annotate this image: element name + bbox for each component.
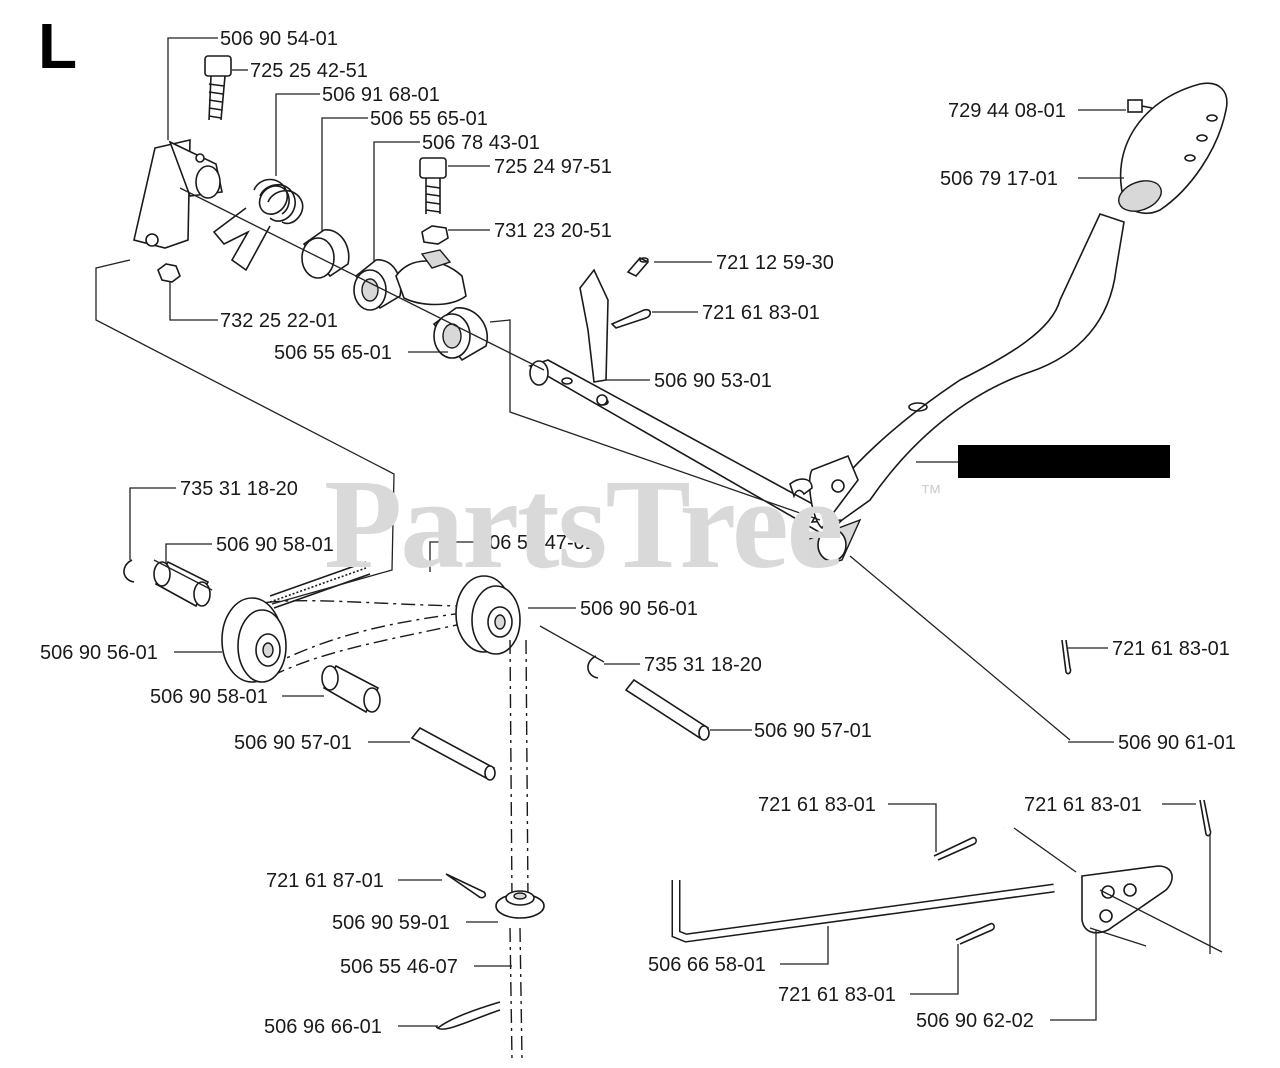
callout-506-91-68-01: 506 91 68-01	[322, 84, 440, 106]
vertical-rod	[509, 639, 529, 1061]
leader-lines	[129, 37, 1211, 1027]
callout-506-55-65-01-lower: 506 55 65-01	[274, 342, 392, 364]
callout-506-90-57-01-right: 506 90 57-01	[754, 720, 872, 742]
assembly-lines	[95, 187, 1223, 953]
trademark-symbol: ™	[920, 480, 942, 505]
callout-721-61-83-01-right: 721 61 83-01	[1024, 794, 1142, 816]
spacer-lower	[321, 664, 381, 714]
cotter-721-61-83-01-lower	[955, 922, 995, 945]
callout-721-61-83-01-upper: 721 61 83-01	[702, 302, 820, 324]
lever-arm	[789, 213, 1125, 567]
hairpin-clip	[435, 1001, 501, 1030]
nut-732-25-22-01	[157, 263, 181, 283]
callout-735-31-18-20-right: 735 31 18-20	[644, 654, 762, 676]
callout-721-12-59-30: 721 12 59-30	[716, 252, 834, 274]
axle-pin-lower	[410, 726, 496, 781]
callout-506-90-61-01: 506 90 61-01	[1118, 732, 1236, 754]
grip-screw	[1127, 99, 1153, 113]
callout-721-61-83-01-top-right: 721 61 83-01	[1112, 638, 1230, 660]
axle-pin-right	[624, 678, 710, 741]
callout-725-24-97-51: 725 24 97-51	[494, 156, 612, 178]
pin-721-12-59-30	[626, 257, 650, 277]
callout-506-90-54-01: 506 90 54-01	[220, 28, 338, 50]
callout-506-90-58-01-upper: 506 90 58-01	[216, 534, 334, 556]
callout-506-90-53-01: 506 90 53-01	[654, 370, 772, 392]
callout-labels: 506 90 54-01 725 25 42-51 506 91 68-01 5…	[40, 28, 1236, 1038]
callout-506-78-43-01: 506 78 43-01	[422, 132, 540, 154]
cotter-721-61-83-01-right	[1199, 799, 1212, 837]
callout-506-90-56-01-left: 506 90 56-01	[40, 642, 158, 664]
link-rod-506-90-61-01	[972, 727, 1067, 830]
redaction-bar	[958, 445, 1170, 478]
bolt-725-25-42-51	[204, 55, 232, 121]
coil-spring-506-55-47-01	[269, 561, 371, 609]
callout-506-90-57-01-left: 506 90 57-01	[234, 732, 352, 754]
collar-506-90-59-01	[495, 890, 545, 919]
spacer-upper	[153, 560, 211, 608]
bolt-725-24-97-51	[419, 157, 447, 214]
callout-506-90-62-02: 506 90 62-02	[916, 1010, 1034, 1032]
link-rod-506-66-58-01	[671, 880, 1055, 943]
cotter-721-61-87-01	[445, 873, 487, 899]
callout-721-61-83-01-lower: 721 61 83-01	[778, 984, 896, 1006]
callout-506-55-65-01-upper: 506 55 65-01	[370, 108, 488, 130]
eclip-upper	[123, 559, 135, 583]
belt	[239, 599, 472, 681]
clevis-block	[395, 249, 467, 306]
callout-506-79-17-01: 506 79 17-01	[940, 168, 1058, 190]
cotter-721-61-83-01-top	[1061, 639, 1072, 675]
pulley-left	[221, 597, 287, 683]
bushing-middle	[353, 259, 402, 311]
callout-506-66-58-01: 506 66 58-01	[648, 954, 766, 976]
watermark-text: PartsTree	[324, 453, 843, 595]
callout-506-90-58-01-lower: 506 90 58-01	[150, 686, 268, 708]
eclip-lower	[587, 655, 599, 679]
callout-725-25-42-51: 725 25 42-51	[250, 60, 368, 82]
bushing-upper	[301, 229, 350, 279]
pivot-bracket	[133, 138, 223, 249]
nut-731-23-20-51	[421, 225, 449, 245]
cotter-721-61-83-01-middle	[933, 836, 977, 861]
main-shaft	[528, 359, 844, 537]
callout-729-44-08-01: 729 44 08-01	[948, 100, 1066, 122]
handle-grip	[1118, 82, 1228, 214]
callout-732-25-22-01: 732 25 22-01	[220, 310, 338, 332]
pulley-right	[455, 575, 521, 655]
torsion-spring	[212, 178, 304, 272]
callout-721-61-83-01-middle: 721 61 83-01	[758, 794, 876, 816]
callout-506-96-66-01: 506 96 66-01	[264, 1016, 382, 1038]
callout-735-31-18-20-left: 735 31 18-20	[180, 478, 298, 500]
callout-721-61-87-01: 721 61 87-01	[266, 870, 384, 892]
mount-plate-506-90-62-02	[1081, 865, 1173, 934]
section-letter: L	[38, 10, 78, 82]
callout-506-90-59-01: 506 90 59-01	[332, 912, 450, 934]
callout-506-55-47-01: 506 55 47-01	[478, 532, 596, 554]
cotter-721-61-83-01-upper	[610, 308, 652, 329]
callout-506-90-56-01-right: 506 90 56-01	[580, 598, 698, 620]
callout-506-55-46-07: 506 55 46-07	[340, 956, 458, 978]
callout-731-23-20-51: 731 23 20-51	[494, 220, 612, 242]
